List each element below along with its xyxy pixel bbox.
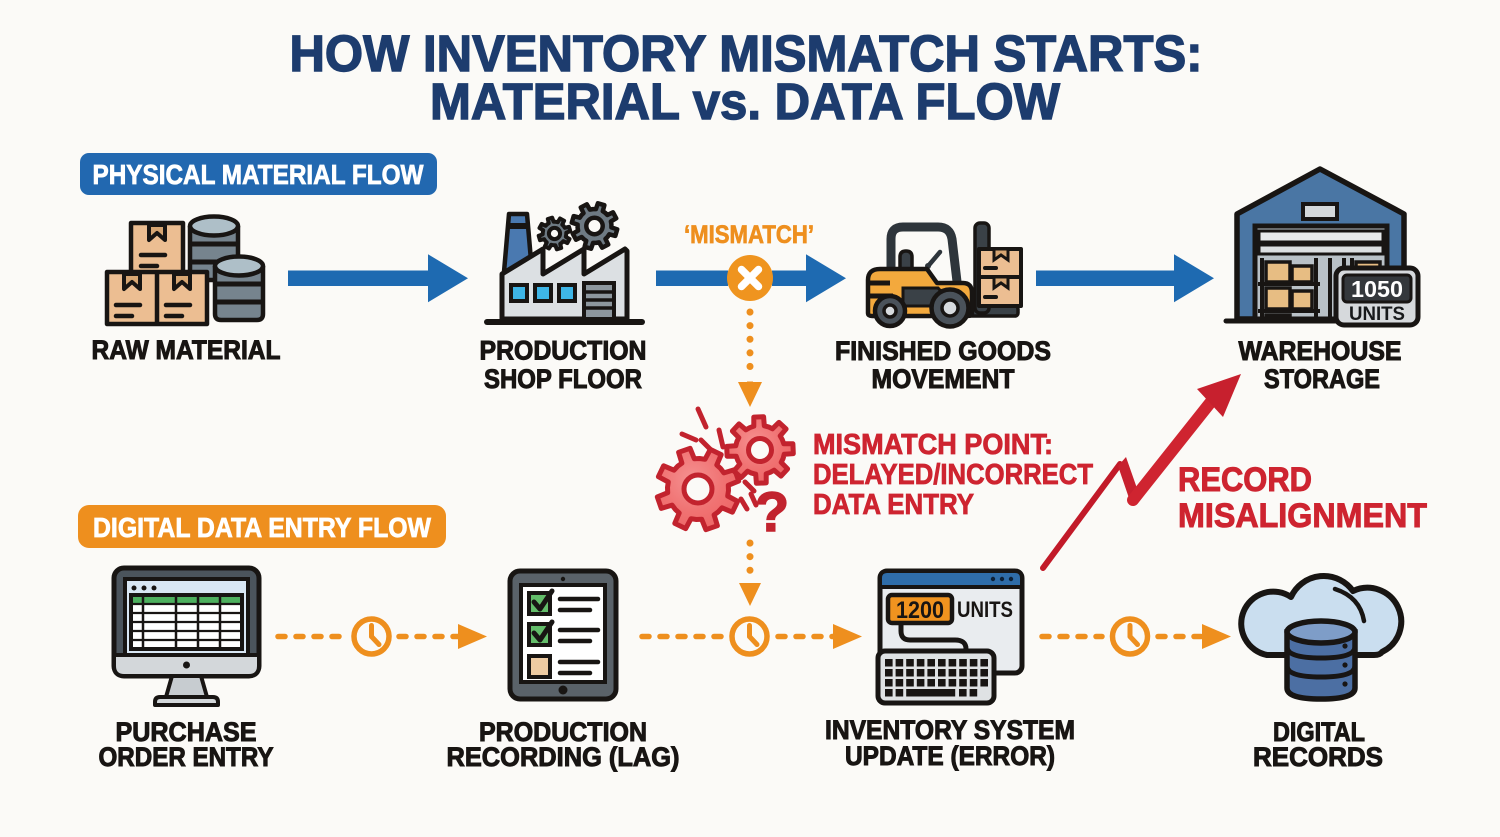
svg-text:STORAGE: STORAGE	[1264, 364, 1380, 394]
svg-text:MOVEMENT: MOVEMENT	[872, 364, 1015, 394]
svg-text:UNITS: UNITS	[957, 597, 1013, 622]
svg-text:ORDER ENTRY: ORDER ENTRY	[99, 742, 274, 772]
svg-text:SHOP FLOOR: SHOP FLOOR	[484, 364, 642, 394]
svg-text:RECORDING (LAG): RECORDING (LAG)	[447, 742, 680, 772]
svg-text:UNITS: UNITS	[1349, 304, 1405, 325]
svg-text:WAREHOUSE: WAREHOUSE	[1239, 336, 1402, 366]
svg-text:RAW MATERIAL: RAW MATERIAL	[92, 335, 281, 365]
svg-text:DIGITAL DATA ENTRY FLOW: DIGITAL DATA ENTRY FLOW	[93, 512, 432, 543]
svg-text:‘MISMATCH’: ‘MISMATCH’	[684, 221, 814, 249]
svg-text:PRODUCTION: PRODUCTION	[480, 336, 647, 366]
svg-text:RECORD: RECORD	[1178, 461, 1312, 499]
svg-text:1200: 1200	[896, 597, 944, 624]
svg-text:PRODUCTION: PRODUCTION	[479, 717, 647, 747]
svg-text:1050: 1050	[1351, 276, 1403, 302]
svg-text:PHYSICAL MATERIAL FLOW: PHYSICAL MATERIAL FLOW	[93, 159, 424, 190]
svg-text:HOW INVENTORY MISMATCH STARTS:: HOW INVENTORY MISMATCH STARTS:	[290, 25, 1203, 82]
svg-text:DATA ENTRY: DATA ENTRY	[813, 489, 974, 521]
svg-text:RECORDS: RECORDS	[1253, 742, 1383, 772]
svg-text:?: ?	[755, 480, 789, 543]
svg-text:MATERIAL vs. DATA FLOW: MATERIAL vs. DATA FLOW	[430, 73, 1061, 130]
svg-text:FINISHED GOODS: FINISHED GOODS	[835, 336, 1051, 366]
svg-text:UPDATE (ERROR): UPDATE (ERROR)	[845, 741, 1055, 771]
svg-text:DIGITAL: DIGITAL	[1273, 717, 1365, 747]
svg-text:PURCHASE: PURCHASE	[116, 717, 257, 747]
svg-text:INVENTORY SYSTEM: INVENTORY SYSTEM	[825, 715, 1075, 745]
svg-text:MISMATCH POINT:: MISMATCH POINT:	[813, 429, 1053, 461]
svg-text:MISALIGNMENT: MISALIGNMENT	[1178, 497, 1427, 535]
svg-text:DELAYED/INCORRECT: DELAYED/INCORRECT	[813, 459, 1094, 491]
